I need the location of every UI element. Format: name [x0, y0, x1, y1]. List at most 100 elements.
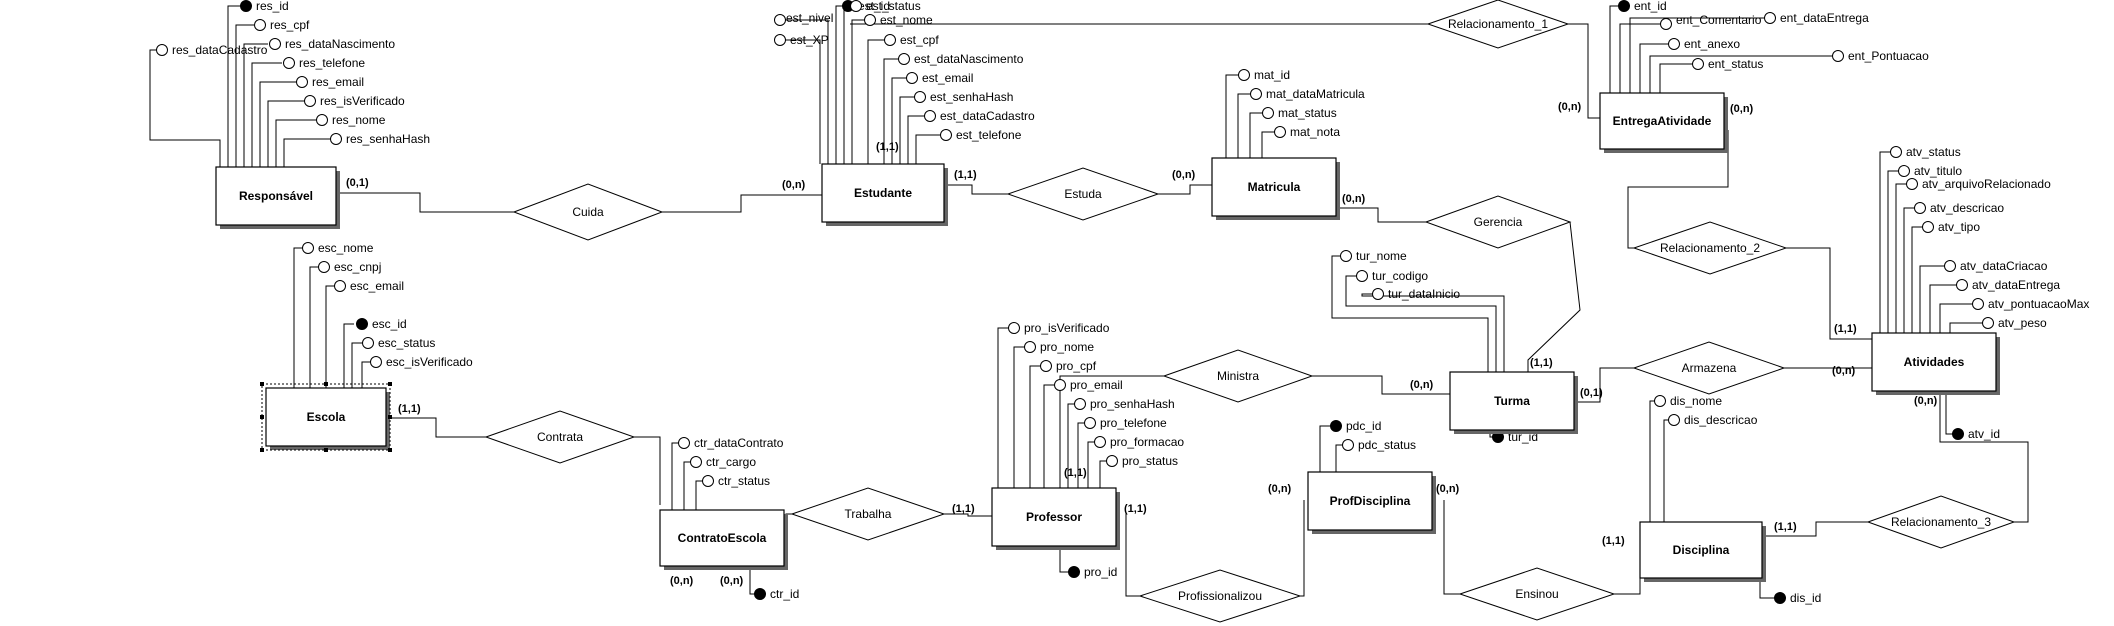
relationship-gerencia-label: Gerencia: [1474, 215, 1523, 229]
attr-mat-id: mat_id: [1254, 68, 1290, 82]
card-turma-armazena: (0,1): [1580, 387, 1603, 399]
relationship-estuda[interactable]: [1006, 167, 1160, 221]
attribute-marker: [1262, 107, 1274, 119]
selection-handle[interactable]: [388, 448, 392, 452]
card-contrato-contrata: (0,n): [670, 575, 694, 587]
relationship-profissionalizou[interactable]: [1138, 569, 1302, 623]
entity-estudante[interactable]: [821, 163, 945, 223]
relationship-relacionamento-1[interactable]: [1426, 0, 1570, 49]
relationship-gerencia[interactable]: [1424, 195, 1572, 249]
entity-atividades-label: Atividades: [1904, 355, 1965, 369]
attr-atv-descricao: atv_descricao: [1930, 201, 2004, 215]
relationship-lines: [336, 23, 2029, 597]
attr-atv-dataentrega: atv_dataEntrega: [1972, 278, 2060, 292]
entity-responsavel[interactable]: [215, 166, 337, 226]
attr-est-nivel: est_nivel: [786, 11, 833, 25]
cardinalities: (0,1) (0,n) (1,1) (1,1) (0,n) (0,n) (0,n…: [346, 101, 1938, 587]
attribute-marker: [702, 475, 714, 487]
attribute-marker: [283, 57, 295, 69]
attr-pro-telefone: pro_telefone: [1100, 416, 1167, 430]
relationship-relacionamento-2[interactable]: [1632, 221, 1788, 275]
attr-esc-email: esc_email: [350, 279, 404, 293]
relationship-profissionalizou-label: Profissionalizou: [1178, 589, 1262, 603]
selection-handle[interactable]: [324, 448, 328, 452]
attr-res-datacadastro: res_dataCadastro: [172, 43, 268, 57]
selection-handle[interactable]: [388, 382, 392, 386]
relationship-ministra[interactable]: [1162, 349, 1314, 403]
attr-res-telefone: res_telefone: [299, 56, 365, 70]
attribute-marker: [906, 72, 918, 84]
entity-atividades[interactable]: [1871, 332, 1997, 392]
selection-handle[interactable]: [260, 382, 264, 386]
attr-ctr-status: ctr_status: [718, 474, 770, 488]
attribute-marker: [1890, 146, 1902, 158]
attr-res-senhahash: res_senhaHash: [346, 132, 430, 146]
relationship-armazena[interactable]: [1632, 341, 1786, 395]
key-attribute-marker: [240, 0, 252, 12]
attr-res-cpf: res_cpf: [270, 18, 310, 32]
card-disciplina-rel3: (1,1): [1774, 521, 1797, 533]
selection-handle[interactable]: [260, 415, 264, 419]
attribute-marker: [1982, 317, 1994, 329]
attribute-marker: [362, 337, 374, 349]
selection-handle[interactable]: [260, 448, 264, 452]
line-estudante-estuda: [944, 184, 1008, 195]
attr-pdc-id: pdc_id: [1346, 419, 1381, 433]
attribute-marker: [334, 280, 346, 292]
attr-ent-dataentrega: ent_dataEntrega: [1780, 11, 1869, 25]
attribute-marker: [304, 95, 316, 107]
card-escola-contrata: (1,1): [398, 403, 421, 415]
attr-tur-datainicio: tur_dataInicio: [1388, 287, 1460, 301]
relationship-relacionamento-3[interactable]: [1866, 495, 2016, 549]
attr-est-datacadastro: est_dataCadastro: [940, 109, 1035, 123]
line-rel3-disciplina: [1764, 521, 1868, 537]
line-profdisc-ensinou: [1443, 500, 1460, 595]
attribute-marker: [1972, 298, 1984, 310]
attribute-marker: [1074, 398, 1086, 410]
key-attribute-marker: [356, 318, 368, 330]
attr-atv-status: atv_status: [1906, 145, 1961, 159]
relationship-trabalha[interactable]: [790, 487, 946, 541]
attribute-marker: [254, 19, 266, 31]
attribute-marker: [940, 129, 952, 141]
entity-entregaatividade[interactable]: [1599, 92, 1725, 150]
attr-mat-datamatricula: mat_dataMatricula: [1266, 87, 1365, 101]
entity-turma[interactable]: [1449, 371, 1575, 431]
key-attribute-marker: [1774, 592, 1786, 604]
attribute-marker: [1084, 417, 1096, 429]
attribute-marker: [1660, 18, 1672, 30]
attr-res-email: res_email: [312, 75, 364, 89]
entity-escola[interactable]: [265, 387, 387, 447]
card-contrato-trabalha: (0,n): [720, 575, 744, 587]
entity-professor[interactable]: [991, 487, 1117, 547]
relationship-ensinou[interactable]: [1458, 567, 1616, 621]
estudante-attributes: est_id est_status est_nome est_cpf est_d…: [774, 0, 1035, 164]
relationship-contrata-label: Contrata: [537, 430, 583, 444]
attribute-marker: [1250, 88, 1262, 100]
attribute-marker: [864, 14, 876, 26]
attribute-marker: [318, 261, 330, 273]
entity-contratoescola[interactable]: [659, 509, 785, 567]
card-professor-prof: (1,1): [1124, 503, 1147, 515]
attribute-marker: [1906, 178, 1918, 190]
selection-handle[interactable]: [388, 415, 392, 419]
relationship-relacionamento-2-label: Relacionamento_2: [1660, 241, 1760, 255]
relationship-cuida[interactable]: [512, 183, 664, 241]
entity-matricula[interactable]: [1211, 157, 1337, 217]
attr-esc-status: esc_status: [378, 336, 435, 350]
key-attribute-marker: [1330, 420, 1342, 432]
line-professor-ministra: [1059, 375, 1164, 488]
attribute-marker: [1832, 50, 1844, 62]
attr-res-nome: res_nome: [332, 113, 386, 127]
attr-esc-nome: esc_nome: [318, 241, 374, 255]
entity-profdisciplina-label: ProfDisciplina: [1330, 494, 1411, 508]
entity-profdisciplina[interactable]: [1307, 471, 1433, 531]
attr-dis-id: dis_id: [1790, 591, 1821, 605]
selection-handle[interactable]: [324, 382, 328, 386]
line-atividades-rel3: [1939, 392, 2029, 523]
attr-mat-status: mat_status: [1278, 106, 1337, 120]
entity-disciplina[interactable]: [1639, 521, 1763, 579]
line-rel1-entrega: [1568, 23, 1600, 119]
relationship-contrata[interactable]: [484, 410, 636, 464]
